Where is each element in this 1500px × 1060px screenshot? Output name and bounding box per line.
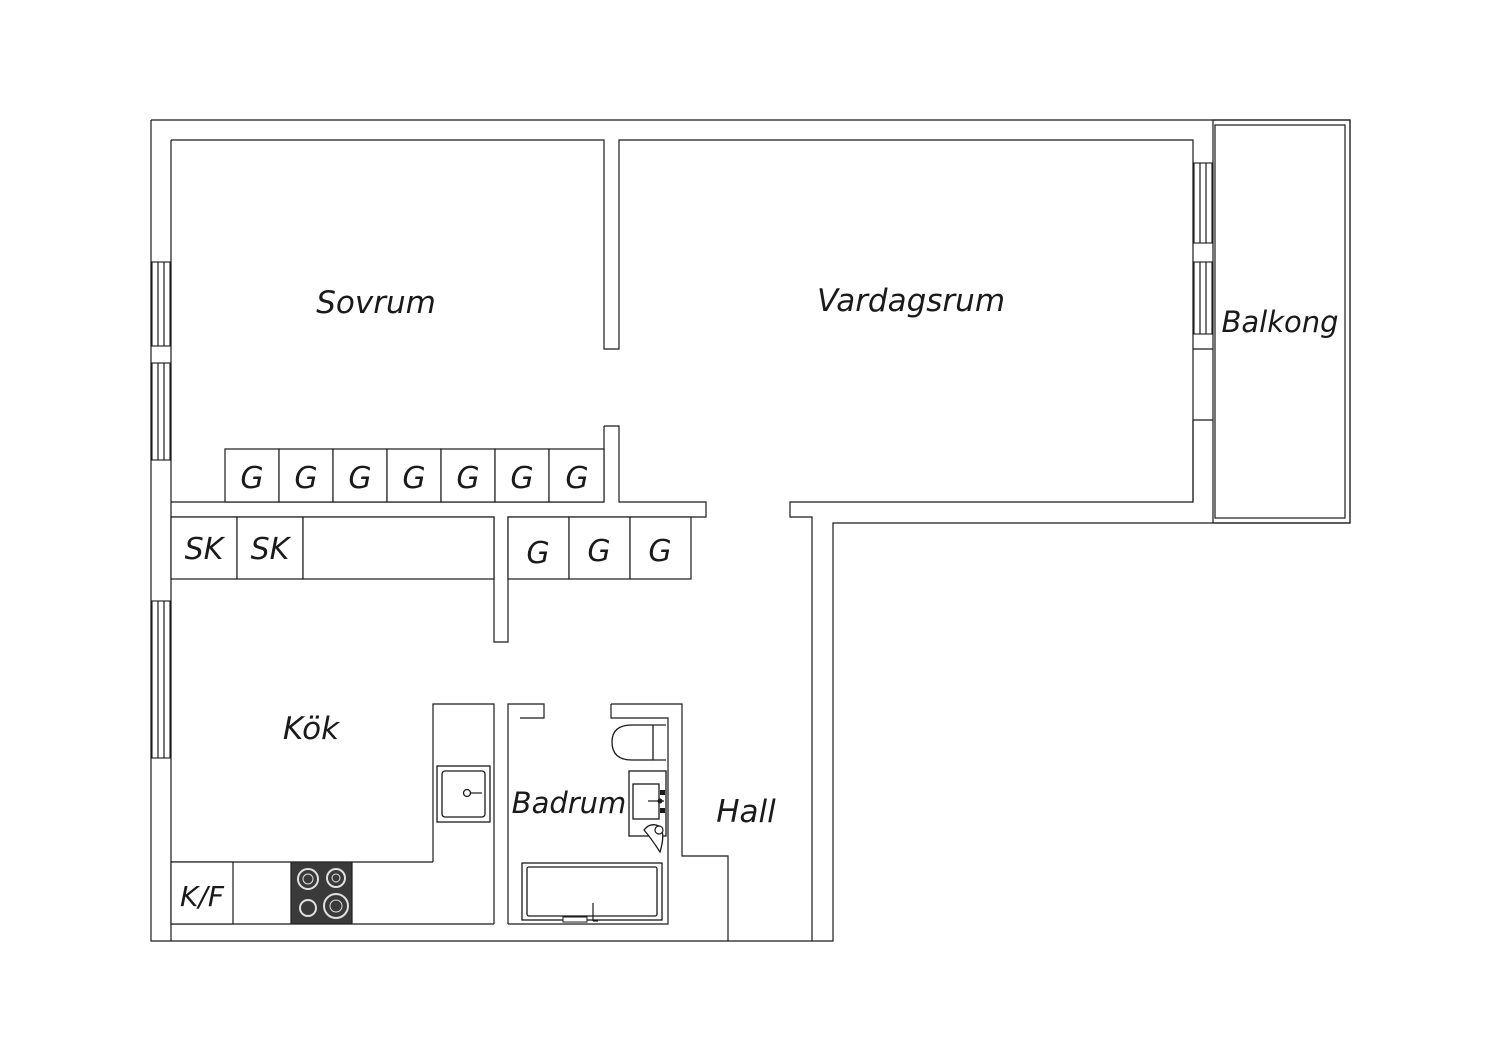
window-sovrum-2	[151, 362, 171, 461]
washbasin-icon	[628, 770, 667, 854]
window-vardagsrum-2	[1193, 261, 1213, 335]
kitchen-closets: SK SK	[170, 516, 495, 580]
closet-label: SK	[251, 532, 292, 567]
room-label-kok: Kök	[283, 711, 340, 747]
sovrum-wardrobes: G G G G G G G	[224, 448, 605, 503]
wardrobe-label: G	[294, 461, 317, 496]
wardrobe-label: G	[510, 461, 533, 496]
wardrobe-label: G	[587, 534, 610, 569]
closet-label: SK	[185, 532, 226, 567]
room-label-balkong: Balkong	[1221, 305, 1338, 339]
wardrobe-label: G	[456, 461, 479, 496]
fridge-freezer-label: K/F	[180, 880, 225, 913]
bathtub-icon	[521, 862, 663, 923]
wardrobe-label: G	[240, 461, 263, 496]
wardrobe-label: G	[348, 461, 371, 496]
room-label-vardagsrum: Vardagsrum	[817, 283, 1005, 319]
toilet-icon	[611, 724, 666, 761]
window-kok	[151, 600, 171, 759]
room-label-hall: Hall	[716, 794, 776, 830]
hall-wardrobes: G G G	[507, 516, 692, 580]
wardrobe-label: G	[565, 461, 588, 496]
room-label-sovrum: Sovrum	[316, 285, 436, 321]
wardrobe-label: G	[402, 461, 425, 496]
stove-icon	[290, 861, 353, 925]
room-label-badrum: Badrum	[512, 786, 627, 820]
wardrobe-label: G	[526, 536, 549, 571]
balcony-outline	[1192, 119, 1351, 524]
window-vardagsrum-1	[1193, 162, 1213, 244]
wardrobe-label: G	[648, 534, 671, 569]
kitchen-sink-icon	[436, 765, 491, 823]
window-sovrum-1	[151, 261, 171, 347]
windows	[151, 162, 1213, 759]
